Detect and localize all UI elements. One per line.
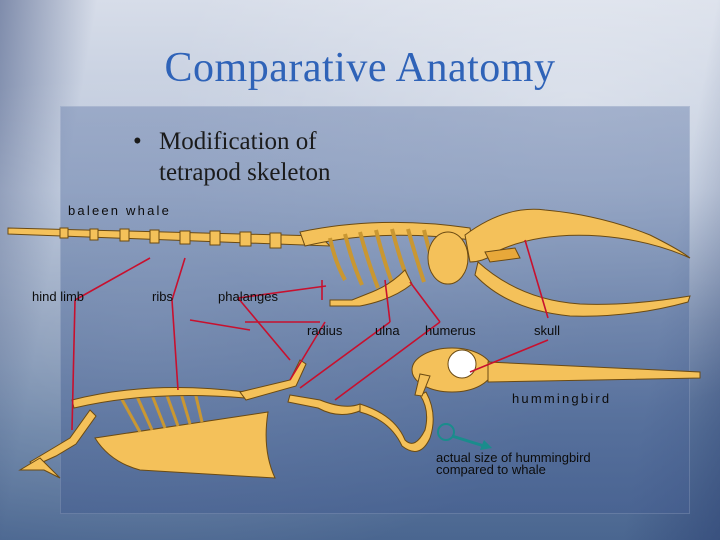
label-ulna: ulna [375, 323, 400, 338]
label-phalanges: phalanges [218, 289, 278, 304]
bullet-text-line2: tetrapod skeleton [159, 159, 331, 186]
slide-title: Comparative Anatomy [164, 45, 556, 91]
label-humerus: humerus [425, 323, 476, 338]
label-hummingbird: hummingbird [512, 391, 611, 406]
bullet-text-line1: Modification of [159, 128, 317, 155]
hummingbird-skeleton [18, 347, 701, 479]
label-hind-limb: hind limb [32, 289, 84, 304]
label-baleen-whale: baleen whale [68, 203, 171, 218]
label-actual-size-line2: compared to whale [436, 462, 546, 477]
label-ribs: ribs [152, 289, 173, 304]
label-actual-size-line1: actual size of hummingbird [436, 450, 591, 465]
label-radius: radius [307, 323, 343, 338]
actual-size-marker [437, 423, 492, 450]
label-skull: skull [534, 323, 560, 338]
whale-skeleton [7, 208, 691, 317]
pointer-lines [71, 239, 549, 431]
bullet-dot: • [133, 128, 142, 155]
